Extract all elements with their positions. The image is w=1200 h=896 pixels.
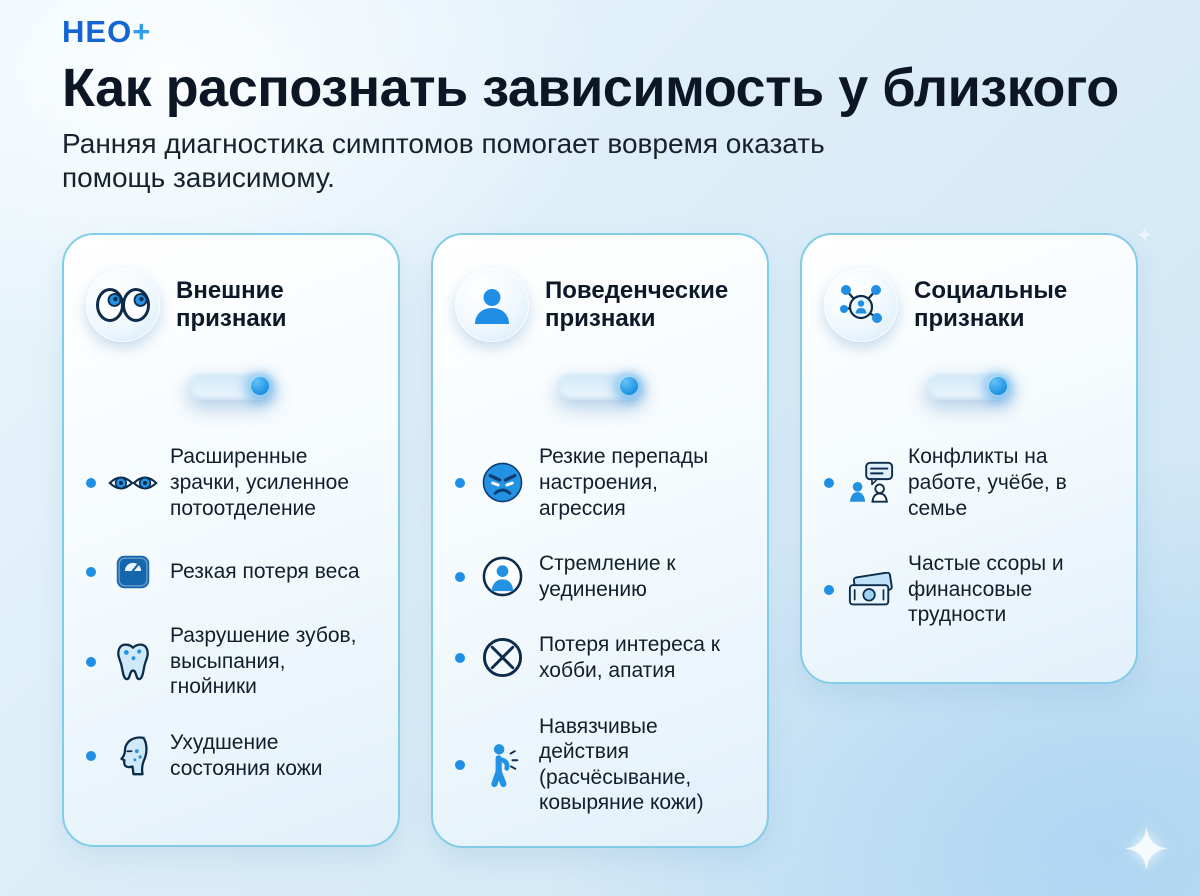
card-external-signs: Внешние признаки bbox=[62, 233, 400, 848]
toggle-switch[interactable] bbox=[556, 371, 644, 401]
item-text: Потеря интереса к хобби, апатия bbox=[539, 633, 720, 682]
bullet-dot-icon bbox=[86, 656, 96, 667]
social-network-icon bbox=[824, 268, 898, 343]
list-item: Расширенные зрачки, усиленное потоотделе… bbox=[86, 444, 376, 521]
bullet-dot-icon bbox=[455, 759, 465, 770]
item-text: Расширенные зрачки, усиленное потоотделе… bbox=[170, 445, 350, 520]
dilated-pupils-icon bbox=[108, 471, 158, 495]
list-item: Навязчивые действия (расчёсывание, ковыр… bbox=[455, 714, 745, 816]
item-text: Частые ссоры и финансовые трудности bbox=[908, 552, 1064, 627]
tooth-icon bbox=[108, 640, 158, 684]
list-item: Ухудшение состояния кожи bbox=[86, 730, 376, 781]
bullet-dot-icon bbox=[86, 750, 96, 761]
weight-scale-icon bbox=[108, 551, 158, 593]
list-item: Потеря интереса к хобби, апатия bbox=[455, 632, 745, 683]
list-item: Стремление к уединению bbox=[455, 551, 745, 602]
toggle-switch[interactable] bbox=[187, 371, 275, 401]
card-title: Социальные признаки bbox=[914, 276, 1068, 333]
toggle-knob bbox=[987, 374, 1009, 397]
bullet-dot-icon bbox=[455, 652, 465, 663]
signs-list: Расширенные зрачки, усиленное потоотделе… bbox=[86, 444, 376, 781]
person-icon bbox=[455, 268, 529, 343]
item-text: Резкие перепады настроения, агрессия bbox=[539, 445, 709, 520]
item-text: Разрушение зубов, высыпания, гнойники bbox=[170, 624, 357, 699]
item-text: Стремление к уединению bbox=[539, 552, 676, 601]
item-text: Ухудшение состояния кожи bbox=[170, 730, 323, 780]
money-icon bbox=[846, 571, 896, 608]
item-text: Навязчивые действия (расчёсывание, ковыр… bbox=[539, 714, 704, 815]
toggle-switch[interactable] bbox=[925, 371, 1013, 401]
brand-logo-text: НЕО bbox=[62, 14, 133, 49]
googly-eyes-icon bbox=[86, 268, 160, 343]
work-conflict-icon bbox=[846, 461, 896, 504]
brand-logo-plus: + bbox=[132, 14, 152, 49]
list-item: Резкая потеря веса bbox=[86, 551, 376, 593]
list-item: Конфликты на работе, учёбе, в семье bbox=[824, 444, 1114, 521]
card-title: Внешние признаки bbox=[176, 276, 287, 333]
toggle-knob bbox=[249, 374, 271, 397]
sparkle-icon bbox=[1136, 226, 1153, 243]
solitude-person-icon bbox=[477, 555, 527, 598]
list-item: Резкие перепады настроения, агрессия bbox=[455, 444, 745, 521]
bullet-dot-icon bbox=[824, 477, 834, 488]
signs-list: Конфликты на работе, учёбе, в семье bbox=[824, 444, 1114, 628]
bullet-dot-icon bbox=[86, 477, 96, 488]
card-social-signs: Социальные признаки bbox=[800, 233, 1138, 685]
scratching-person-icon bbox=[477, 741, 527, 789]
card-title: Поведенческие признаки bbox=[545, 276, 729, 333]
bullet-dot-icon bbox=[455, 477, 465, 488]
cards-row: Внешние признаки bbox=[62, 233, 1138, 849]
item-text: Резкая потеря веса bbox=[170, 560, 360, 584]
crossed-circle-icon bbox=[477, 636, 527, 679]
card-header: Внешние признаки bbox=[86, 263, 376, 347]
brand-logo: НЕО+ bbox=[62, 16, 1138, 47]
angry-face-icon bbox=[477, 461, 527, 504]
item-text: Конфликты на работе, учёбе, в семье bbox=[908, 445, 1067, 520]
list-item: Разрушение зубов, высыпания, гнойники bbox=[86, 623, 376, 700]
page-title: Как распознать зависимость у близкого bbox=[62, 58, 1119, 118]
bullet-dot-icon bbox=[86, 567, 96, 578]
list-item: Частые ссоры и финансовые трудности bbox=[824, 551, 1114, 628]
card-header: Социальные признаки bbox=[824, 263, 1114, 347]
page-subtitle: Ранняя диагностика симптомов помогает во… bbox=[62, 128, 825, 194]
card-header: Поведенческие признаки bbox=[455, 263, 745, 347]
card-behavioral-signs: Поведенческие признаки bbox=[431, 233, 769, 849]
bullet-dot-icon bbox=[824, 584, 834, 595]
signs-list: Резкие перепады настроения, агрессия Стр… bbox=[455, 444, 745, 816]
face-skin-icon bbox=[108, 734, 158, 778]
toggle-knob bbox=[618, 374, 640, 397]
bullet-dot-icon bbox=[455, 571, 465, 582]
